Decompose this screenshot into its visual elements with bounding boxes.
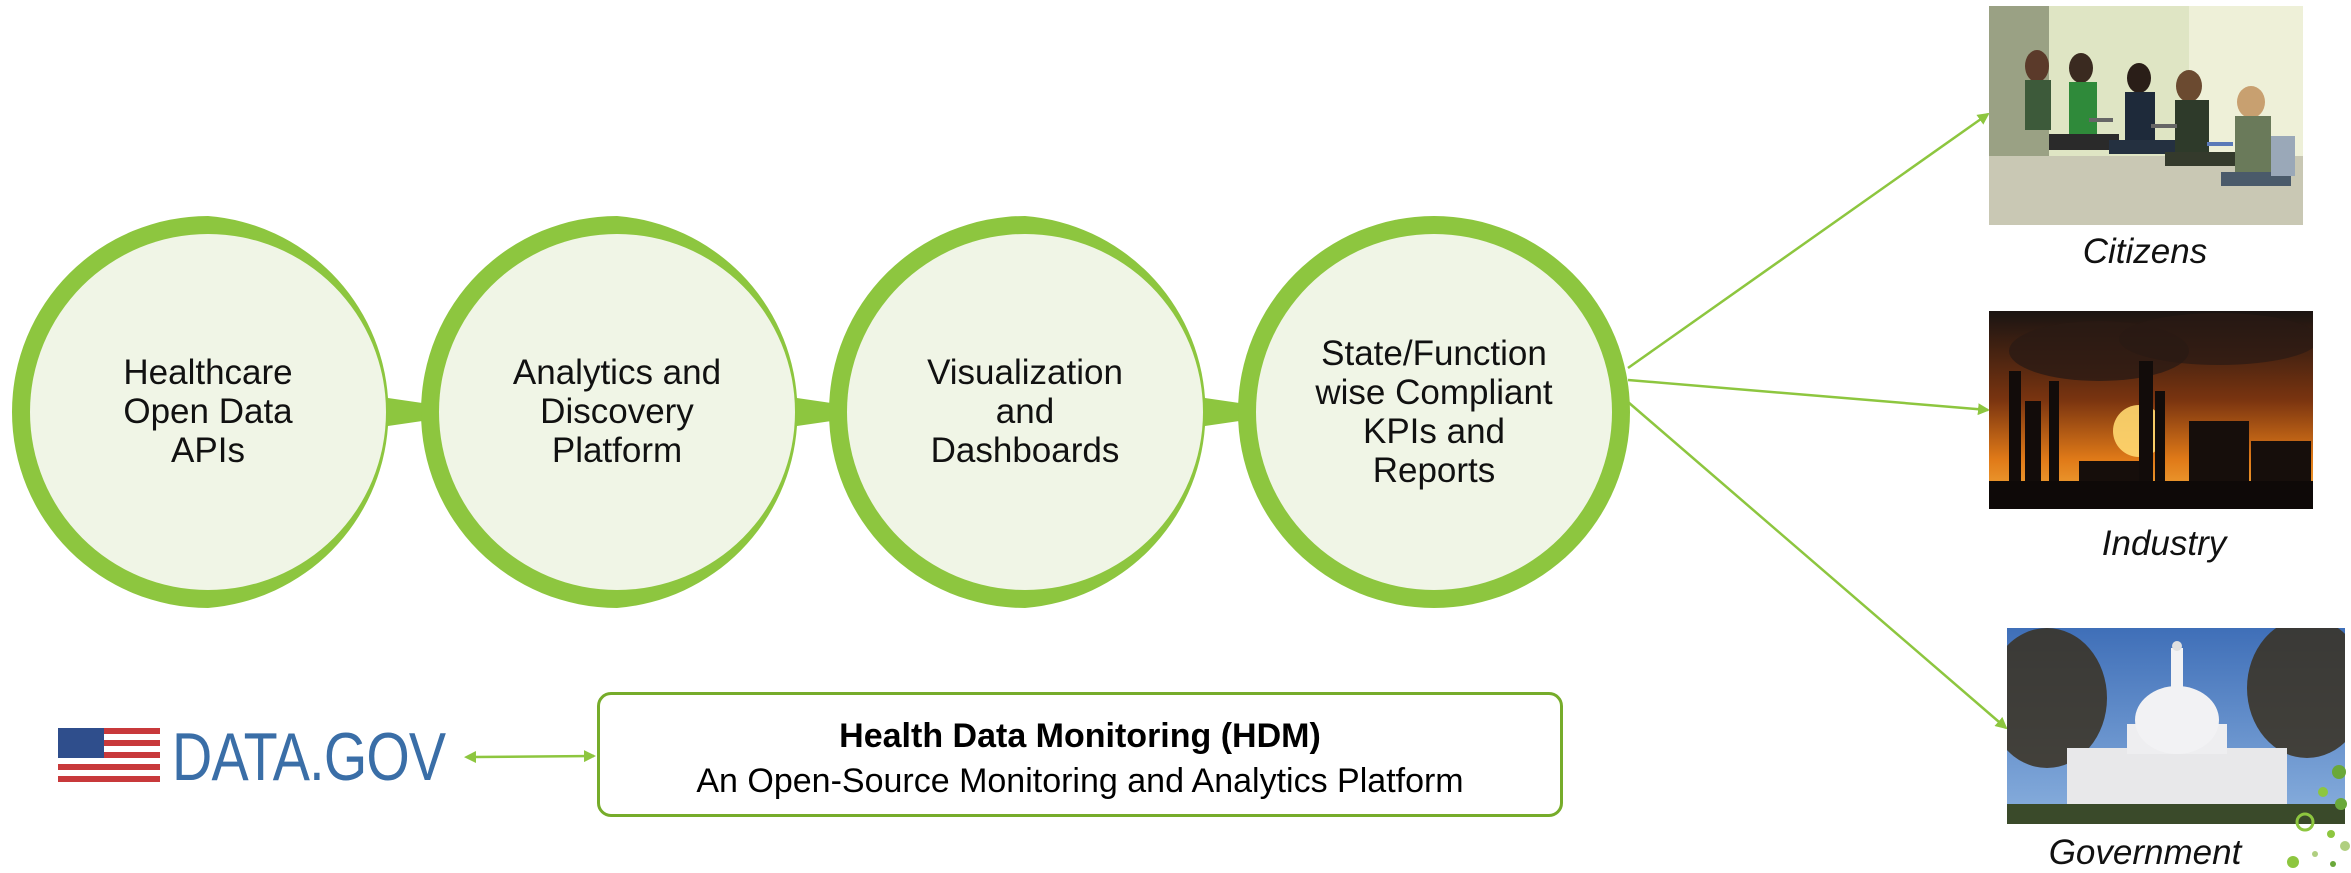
audience-label-citizens: Citizens <box>2082 232 2208 271</box>
industry-photo <box>1989 311 2313 509</box>
step-1-line-2: Open Data <box>123 392 293 431</box>
audience-label-industry: Industry <box>2101 524 2227 563</box>
datagov-logo: DATA.GOV <box>58 719 468 795</box>
hdm-box: Health Data Monitoring (HDM) An Open-Sou… <box>597 692 1563 817</box>
citizens-photo <box>1989 6 2303 225</box>
step-label-3: Visualization and Dashboards <box>885 353 1165 470</box>
step-1-line-3: APIs <box>171 431 245 470</box>
step-3-line-2: and <box>995 392 1055 431</box>
step-4-line-1: State/Function <box>1321 334 1547 373</box>
step-label-1: Healthcare Open Data APIs <box>68 353 348 470</box>
arrow-to-citizens <box>1627 112 1990 370</box>
step-3-line-1: Visualization <box>927 353 1123 392</box>
datagov-wordmark: DATA.GOV <box>172 719 446 795</box>
arrow-to-government <box>1627 401 2008 730</box>
step-4-line-3: KPIs and <box>1362 412 1506 451</box>
audience-label-government: Government <box>2048 833 2242 872</box>
step-shape-2 <box>421 216 893 608</box>
step-shape-1 <box>12 216 484 608</box>
hdm-title: Health Data Monitoring (HDM) <box>839 717 1321 755</box>
government-photo <box>2007 628 2345 824</box>
step-2-line-2: Discovery <box>540 392 694 431</box>
step-3-line-3: Dashboards <box>930 431 1120 470</box>
step-label-2: Analytics and Discovery Platform <box>477 353 757 470</box>
step-1-line-1: Healthcare <box>123 353 293 392</box>
step-2-line-3: Platform <box>551 431 683 470</box>
step-label-4: State/Function wise Compliant KPIs and R… <box>1294 334 1574 490</box>
step-shape-4 <box>1238 216 1630 608</box>
arrow-to-industry <box>1627 378 1990 416</box>
step-4-line-4: Reports <box>1372 451 1496 490</box>
step-shape-3 <box>829 216 1301 608</box>
step-2-line-1: Analytics and <box>512 353 722 392</box>
datagov-hdm-arrow <box>464 750 596 763</box>
step-4-line-2: wise Compliant <box>1315 373 1553 412</box>
decorative-dots-icon <box>2287 765 2350 868</box>
us-flag-icon <box>58 728 160 788</box>
hdm-subtitle: An Open-Source Monitoring and Analytics … <box>696 762 1464 800</box>
